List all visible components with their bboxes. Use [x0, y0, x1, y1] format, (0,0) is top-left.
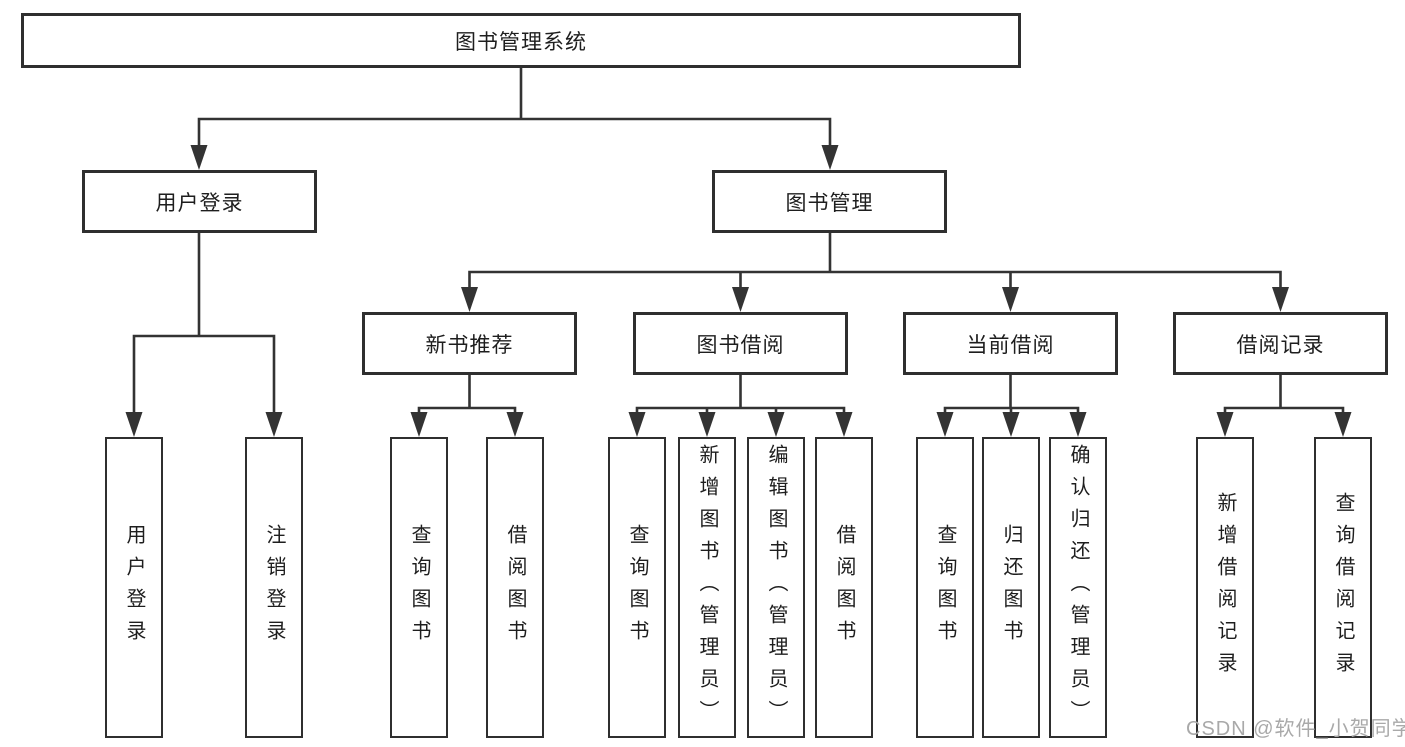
leaf-return-book-label: 归还图书 [1000, 523, 1022, 652]
connector-book-branch [461, 233, 1289, 312]
node-book-management-branch: 图书管理 [712, 170, 947, 233]
csdn-watermark: CSDN @软件_小贺同学 [1186, 718, 1405, 740]
leaf-user-login-label: 用户登录 [123, 523, 145, 652]
leaf-confirm-return-admin-label: 确认归还（管理员） [1067, 443, 1089, 732]
connector-user-branch [125, 233, 283, 437]
node-borrow-records: 借阅记录 [1173, 312, 1388, 375]
leaf-edit-book-admin: 编辑图书（管理员） [747, 437, 805, 738]
leaf-add-borrow-record: 新增借阅记录 [1196, 437, 1254, 738]
leaf-user-login: 用户登录 [105, 437, 163, 738]
leaf-add-borrow-record-label: 新增借阅记录 [1214, 491, 1236, 684]
leaf-query-books-borrow: 查询图书 [608, 437, 666, 738]
leaf-borrow-books: 借阅图书 [815, 437, 873, 738]
connector-current-children [936, 375, 1087, 437]
node-new-book-recommend: 新书推荐 [362, 312, 577, 375]
leaf-edit-book-admin-label: 编辑图书（管理员） [765, 443, 787, 732]
leaf-query-books-borrow-label: 查询图书 [626, 523, 648, 652]
leaf-query-books-current-label: 查询图书 [934, 523, 956, 652]
leaf-logout: 注销登录 [245, 437, 303, 738]
leaf-query-books-recommend: 查询图书 [390, 437, 448, 738]
leaf-borrow-books-recommend-label: 借阅图书 [504, 523, 526, 652]
leaf-add-book-admin-label: 新增图书（管理员） [696, 443, 718, 732]
leaf-borrow-books-label: 借阅图书 [833, 523, 855, 652]
leaf-query-books-recommend-label: 查询图书 [408, 523, 430, 652]
connector-borrow-children [628, 375, 853, 437]
node-library-system: 图书管理系统 [21, 13, 1021, 68]
leaf-return-book: 归还图书 [982, 437, 1040, 738]
leaf-query-borrow-record: 查询借阅记录 [1314, 437, 1372, 738]
node-book-borrow: 图书借阅 [633, 312, 848, 375]
leaf-add-book-admin: 新增图书（管理员） [678, 437, 736, 738]
leaf-logout-label: 注销登录 [263, 523, 285, 652]
connector-root-to-level2 [190, 68, 839, 170]
node-current-borrow: 当前借阅 [903, 312, 1118, 375]
leaf-borrow-books-recommend: 借阅图书 [486, 437, 544, 738]
leaf-query-borrow-record-label: 查询借阅记录 [1332, 491, 1354, 684]
leaf-query-books-current: 查询图书 [916, 437, 974, 738]
leaf-confirm-return-admin: 确认归还（管理员） [1049, 437, 1107, 738]
node-user-login-branch: 用户登录 [82, 170, 317, 233]
connector-records-children [1216, 375, 1352, 437]
connector-newbook-children [410, 375, 524, 437]
